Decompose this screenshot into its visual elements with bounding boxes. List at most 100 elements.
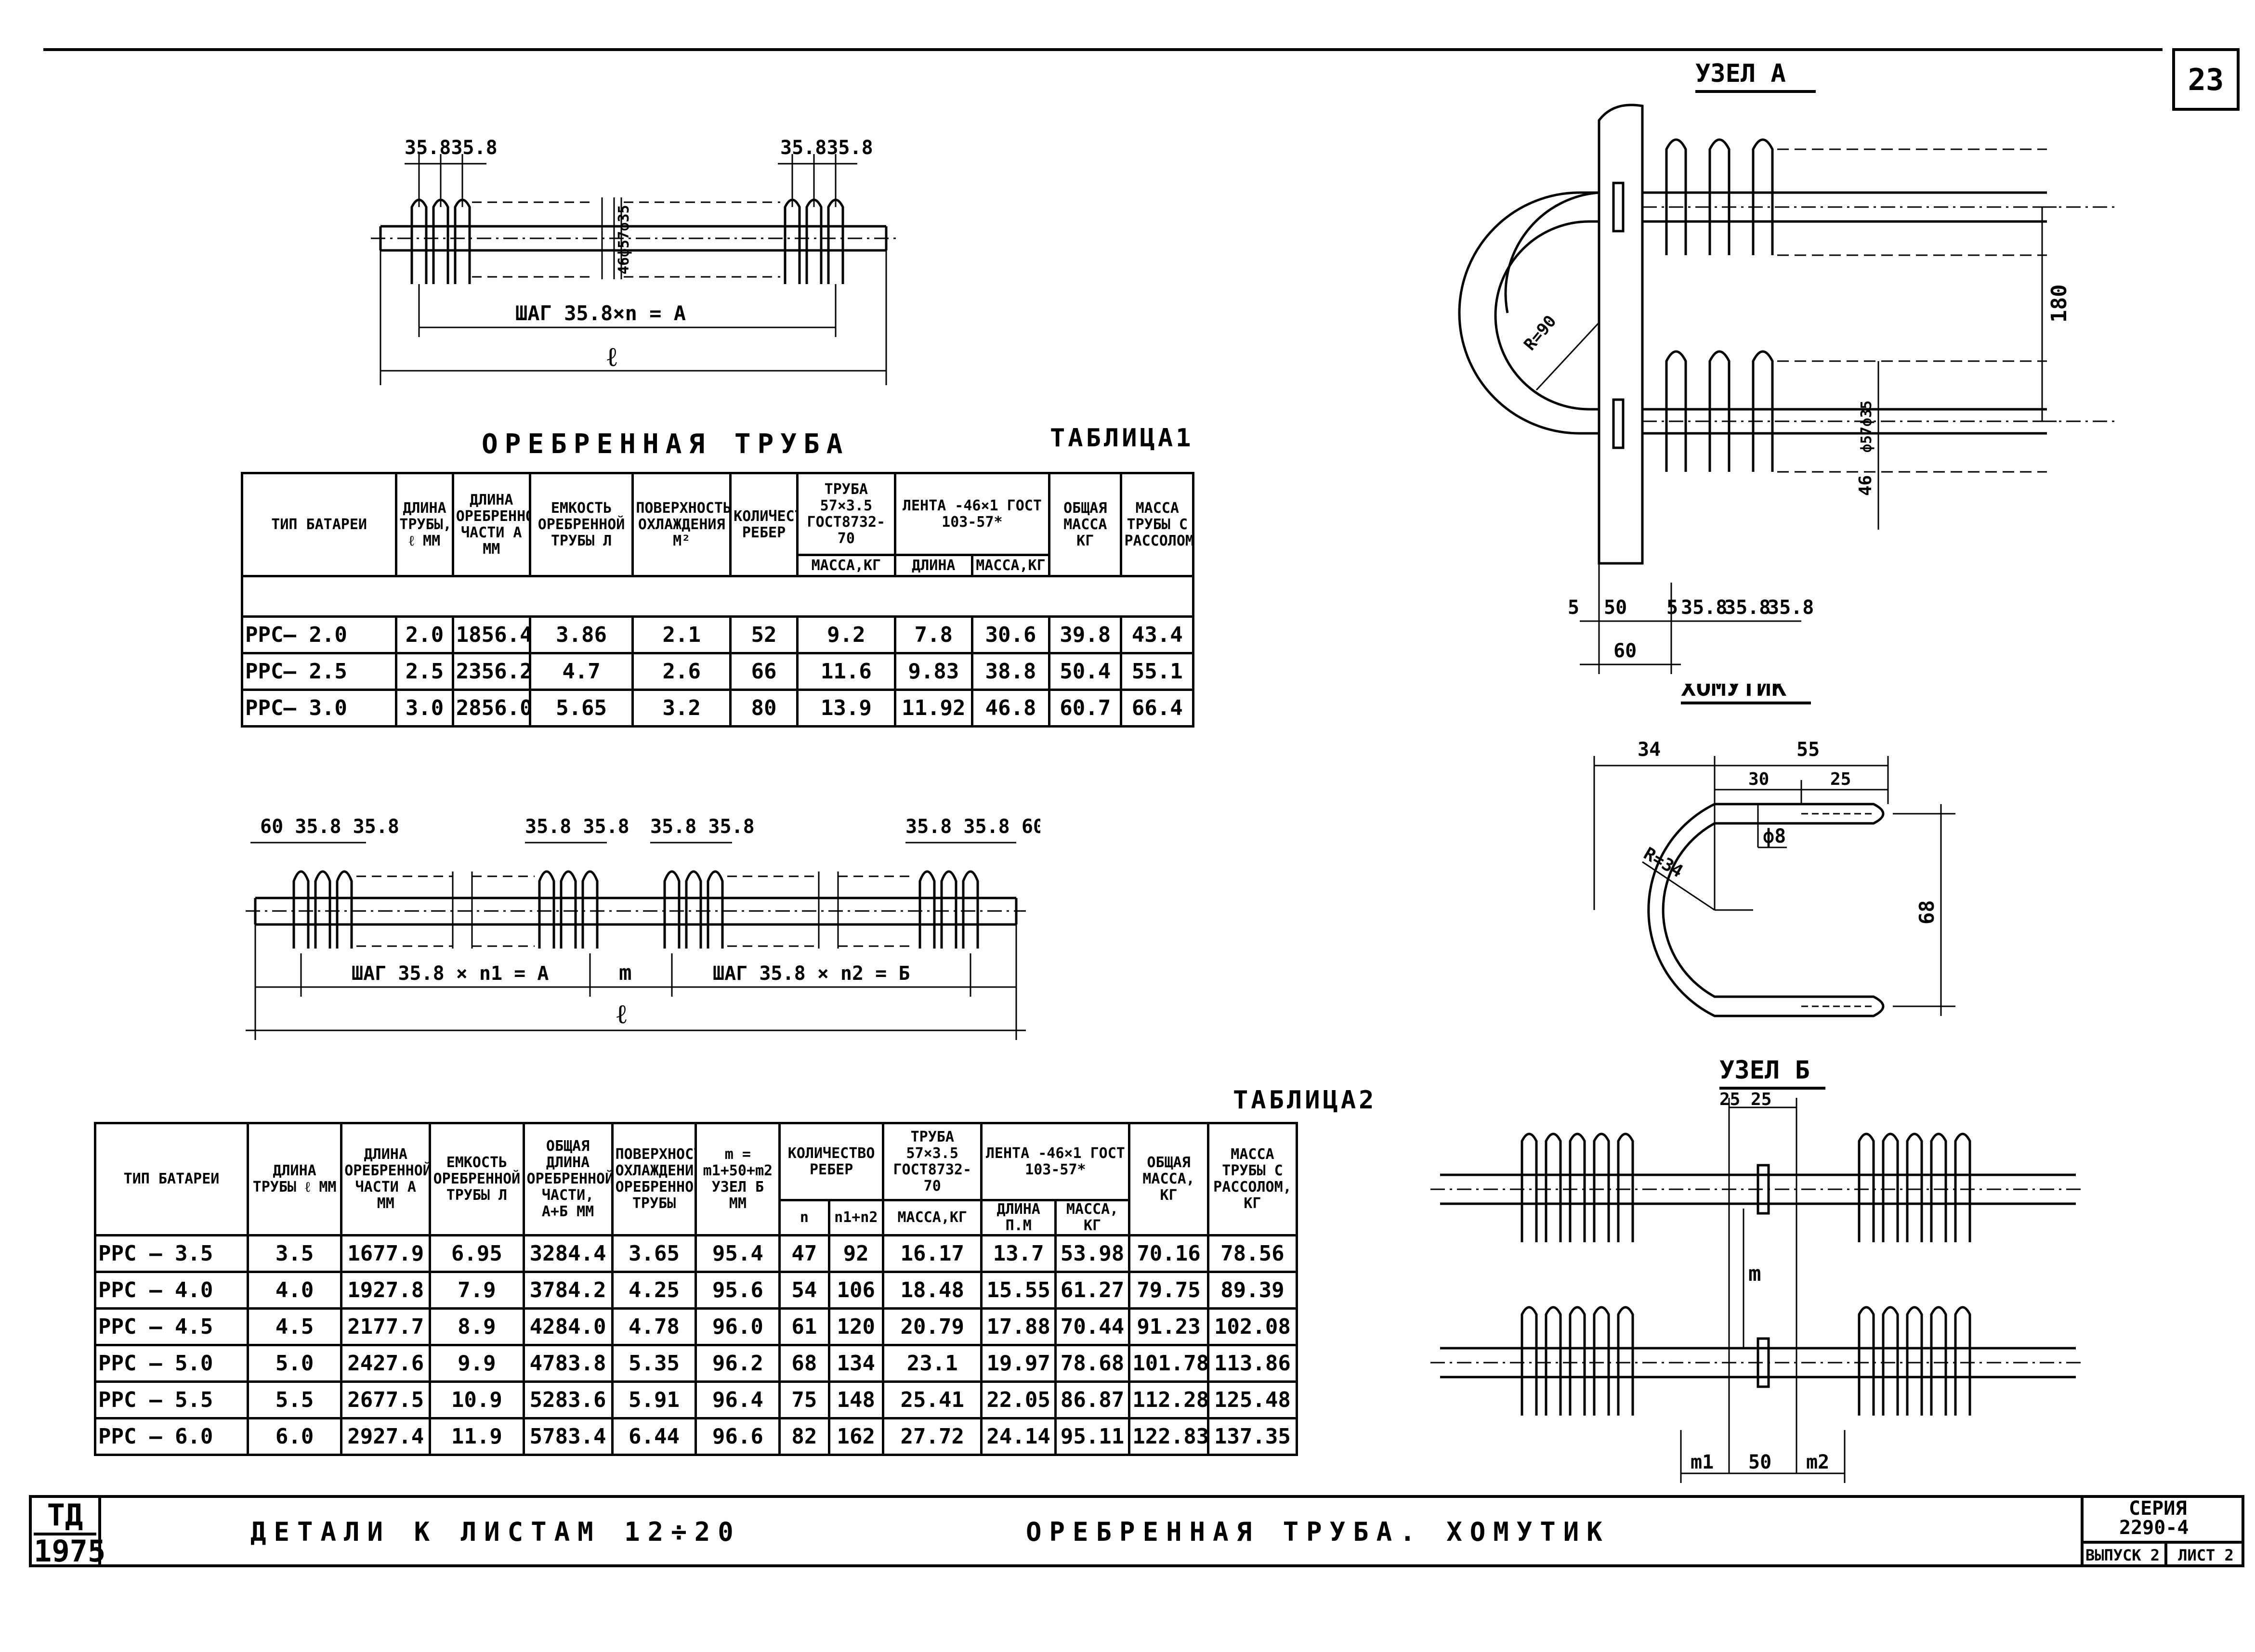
table-cell: 53.98 [1054, 1234, 1131, 1273]
table-row: РРС — 4.5 4.5 2177.7 8.9 4284.0 4.78 96.… [94, 1307, 1298, 1346]
node-a-dim-50: 50 [1604, 597, 1627, 619]
table-cell: 46.8 [970, 689, 1051, 728]
table-cell: РРС — 4.5 [94, 1307, 249, 1346]
clamp-title: ХОМУТИК [1681, 684, 1787, 702]
t2-h-fin-len: ДЛИНА ОРЕБРЕННОЙ ЧАСТИ А ММ [340, 1122, 432, 1236]
t1-h-pipe-mass: МАССА,КГ [796, 554, 896, 577]
title-sheet: ЛИСТ 2 [2167, 1541, 2244, 1567]
table-cell: 39.8 [1048, 615, 1123, 654]
t2-h-m-col: m = m1+50+m2 УЗЕЛ Б ММ [695, 1122, 781, 1236]
table-cell: 30.6 [970, 615, 1051, 654]
node-a-height: 180 [2047, 285, 2071, 323]
t1-h-tape-group: ЛЕНТА -46×1 ГОСТ 103-57* [893, 472, 1051, 556]
table-cell: 2.5 [395, 652, 454, 691]
table-row: РРС — 5.0 5.0 2427.6 9.9 4783.8 5.35 96.… [94, 1344, 1298, 1383]
table-cell: 4.7 [528, 652, 634, 691]
table-row: РРС — 4.0 4.0 1927.8 7.9 3784.2 4.25 95.… [94, 1271, 1298, 1310]
node-a-dim-5b: 5 [1666, 597, 1678, 619]
table2: ТИП БАТАРЕИ ДЛИНА ТРУБЫ ℓ ММ ДЛИНА ОРЕБР… [94, 1122, 1298, 1456]
t2-h-total-fin-len: ОБЩАЯ ДЛИНА ОРЕБРЕННОЙ ЧАСТИ, А+Б ММ [522, 1122, 614, 1236]
table-cell: РРС— 3.0 [240, 689, 398, 728]
bottom-step2-label: ШАГ 35.8 × n2 = Б [713, 963, 910, 985]
table-cell: 1677.9 [340, 1234, 432, 1273]
node-a-dim-46: 46 [1856, 475, 1875, 496]
t2-h-surface: ПОВЕРХНОСТЬ ОХЛАЖДЕНИЯ ОРЕБРЕННОЙ ТРУБЫ [611, 1122, 697, 1236]
table-cell: 78.68 [1054, 1344, 1131, 1383]
table-cell: 16.17 [881, 1234, 983, 1273]
table1: ТИП БАТАРЕИ ДЛИНА ТРУБЫ, ℓ ММ ДЛИНА ОРЕБ… [240, 472, 1194, 728]
top-border [43, 48, 2163, 51]
clamp-diameter: ф8 [1763, 825, 1786, 847]
series-value: 2290-4 [2119, 1517, 2189, 1539]
table-cell: 101.78 [1128, 1344, 1209, 1383]
bottom-m-label: m [619, 961, 632, 985]
node-b-drawing: УЗЕЛ Б 25 25 m m1 50 m2 [1430, 1056, 2085, 1483]
t2-h-total-mass: ОБЩАЯ МАССА, КГ [1128, 1122, 1209, 1236]
table-cell: 5.91 [611, 1380, 697, 1419]
t2-h-tape-len: ДЛИНА П.М [980, 1199, 1057, 1236]
table-cell: 54 [778, 1271, 830, 1310]
node-b-dim-top: 25 25 [1719, 1090, 1771, 1109]
table-cell: 148 [827, 1380, 884, 1419]
t1-h-capacity: ЕМКОСТЬ ОРЕБРЕННОЙ ТРУБЫ Л [528, 472, 634, 577]
table-cell: 4.78 [611, 1307, 697, 1346]
table-cell: 7.8 [893, 615, 973, 654]
table-cell: 91.23 [1128, 1307, 1209, 1346]
table-cell: 89.39 [1206, 1271, 1298, 1310]
table-cell: РРС— 2.0 [240, 615, 398, 654]
table-cell: 60.7 [1048, 689, 1123, 728]
table-cell: 2.1 [631, 615, 732, 654]
table-cell: 5783.4 [522, 1417, 614, 1456]
t2-h-type: ТИП БАТАРЕИ [94, 1122, 249, 1236]
table-cell: 86.87 [1054, 1380, 1131, 1419]
table-cell: 96.6 [695, 1417, 781, 1456]
table-cell: 134 [827, 1344, 884, 1383]
table-cell: 96.0 [695, 1307, 781, 1346]
table-cell: 2856.0 [451, 689, 531, 728]
table-cell: РРС — 6.0 [94, 1417, 249, 1456]
table-cell: 82 [778, 1417, 830, 1456]
table-cell: 2356.2 [451, 652, 531, 691]
table-cell: 27.72 [881, 1417, 983, 1456]
table-cell: 4.5 [246, 1307, 343, 1346]
table-cell: 3784.2 [522, 1271, 614, 1310]
table-cell: 2927.4 [340, 1417, 432, 1456]
bottom-step1-label: ШАГ 35.8 × n1 = A [352, 963, 549, 985]
title-block [29, 1495, 2244, 1567]
t1-h-fin-len: ДЛИНА ОРЕБРЕННОЙ ЧАСТИ А ММ [451, 472, 531, 577]
table1-title: ОРЕБРЕННАЯ ТРУБА [482, 429, 850, 460]
table2-caption: ТАБЛИЦА2 [1233, 1086, 1377, 1115]
table-cell: 3.0 [395, 689, 454, 728]
top-step-label: ШАГ 35.8×n = A [515, 301, 686, 325]
t1-h-total-mass: ОБЩАЯ МАССА КГ [1048, 472, 1123, 577]
node-a-radius: R=90 [1520, 312, 1560, 354]
table-row: РРС — 5.5 5.5 2677.5 10.9 5283.6 5.91 96… [94, 1380, 1298, 1419]
series-label: СЕРИЯ [2129, 1497, 2187, 1520]
table-cell: 5.65 [528, 689, 634, 728]
table-cell: 1927.8 [340, 1271, 432, 1310]
title-year: 1975 [34, 1534, 106, 1569]
table-cell: 17.88 [980, 1307, 1057, 1346]
table-cell: 5.35 [611, 1344, 697, 1383]
table-cell: 47 [778, 1234, 830, 1273]
table-cell: 9.83 [893, 652, 973, 691]
clamp-drawing: ХОМУТИК 34 55 30 25 ф8 R=34 68 [1593, 684, 1955, 1017]
table-cell: РРС — 4.0 [94, 1271, 249, 1310]
table-cell: 38.8 [970, 652, 1051, 691]
clamp-dim-55: 55 [1796, 739, 1820, 761]
table-cell: 11.6 [796, 652, 896, 691]
t2-h-fins-n: n [778, 1199, 830, 1236]
table-cell: 23.1 [881, 1344, 983, 1383]
table-cell: 4.0 [246, 1271, 343, 1310]
table-cell: 95.6 [695, 1271, 781, 1310]
table-cell: 13.7 [980, 1234, 1057, 1273]
table-cell: 112.28 [1128, 1380, 1209, 1419]
node-b-dim-50: 50 [1748, 1451, 1771, 1473]
t1-h-pipe-group: ТРУБА 57×3.5 ГОСТ8732-70 [796, 472, 896, 556]
table-cell: 96.2 [695, 1344, 781, 1383]
table-cell: 15.55 [980, 1271, 1057, 1310]
table-cell: 4783.8 [522, 1344, 614, 1383]
table-cell: 43.4 [1120, 615, 1194, 654]
title-block-right-cell [2081, 1495, 2244, 1567]
table-cell: РРС— 2.5 [240, 652, 398, 691]
